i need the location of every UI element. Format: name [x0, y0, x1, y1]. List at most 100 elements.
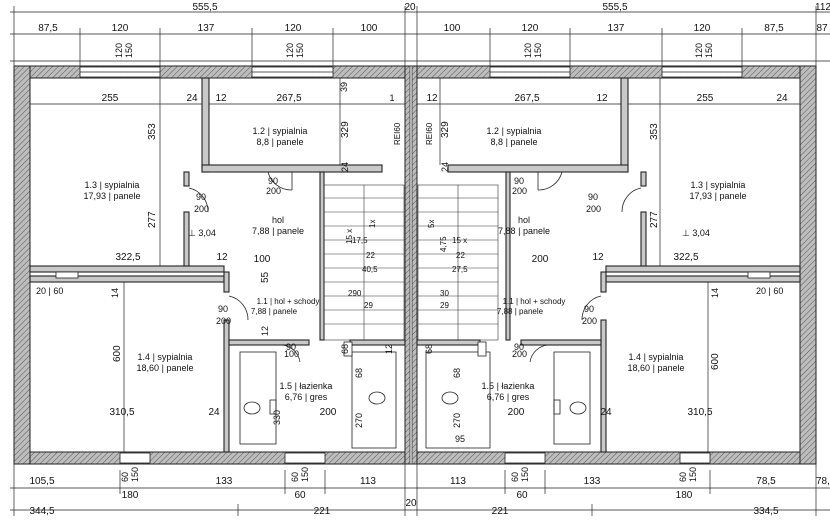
dim-top-l5: 100: [361, 23, 378, 34]
dim-top-r4: 120: [694, 23, 711, 34]
svg-text:221: 221: [314, 506, 331, 517]
svg-text:29: 29: [364, 301, 373, 310]
svg-text:REI60: REI60: [393, 122, 402, 145]
svg-text:1.5 | łazienka: 1.5 | łazienka: [482, 381, 535, 391]
svg-text:310,5: 310,5: [109, 407, 134, 418]
svg-text:200: 200: [194, 204, 209, 214]
dim-top-r6: 87: [816, 23, 828, 34]
svg-text:100: 100: [254, 254, 271, 265]
svg-text:29: 29: [440, 301, 449, 310]
svg-text:15 x: 15 x: [452, 236, 467, 245]
svg-text:68: 68: [424, 344, 434, 354]
svg-text:17,93 | panele: 17,93 | panele: [84, 191, 141, 201]
svg-text:1.4 | sypialnia: 1.4 | sypialnia: [138, 352, 193, 362]
svg-text:39: 39: [339, 82, 349, 92]
svg-text:600: 600: [710, 353, 721, 370]
svg-text:1.1 | hol + schody: 1.1 | hol + schody: [257, 297, 320, 306]
svg-text:24: 24: [340, 162, 350, 172]
stairs-right: [417, 184, 499, 341]
dim-gap: 20: [404, 2, 416, 13]
svg-text:12: 12: [592, 252, 604, 263]
svg-text:6,76 | gres: 6,76 | gres: [285, 392, 328, 402]
svg-text:18,60 | panele: 18,60 | panele: [628, 363, 685, 373]
svg-text:17,93 | panele: 17,93 | panele: [690, 191, 747, 201]
dim-top-r1: 100: [444, 23, 461, 34]
svg-text:310,5: 310,5: [687, 407, 712, 418]
svg-text:1.3 | sypialnia: 1.3 | sypialnia: [691, 180, 746, 190]
bottom-dimension-lines: [10, 464, 830, 516]
top-dimension-lines: [10, 6, 830, 66]
svg-text:270: 270: [452, 413, 462, 428]
room-label-hol-left: hol 7,88 | panele: [252, 215, 304, 236]
dim-win-top-1a: 120: [114, 43, 124, 58]
svg-text:hol: hol: [272, 215, 284, 225]
room-label-1-4-left: 1.4 | sypialnia 18,60 | panele: [137, 352, 194, 373]
svg-text:150: 150: [688, 467, 698, 482]
svg-text:200: 200: [216, 316, 231, 326]
svg-text:60: 60: [516, 490, 528, 501]
svg-text:6,76 | gres: 6,76 | gres: [487, 392, 530, 402]
svg-text:7,88 | panele: 7,88 | panele: [251, 307, 298, 316]
svg-text:90: 90: [268, 176, 278, 186]
room-label-1-1-left: 1.1 | hol + schody 7,88 | panele: [251, 297, 319, 316]
svg-text:17,5: 17,5: [352, 236, 368, 245]
dim-top-l3: 137: [198, 23, 215, 34]
svg-text:7,88 | panele: 7,88 | panele: [252, 226, 304, 236]
svg-text:15 x: 15 x: [345, 229, 354, 244]
svg-text:60: 60: [120, 472, 130, 482]
svg-text:344,5: 344,5: [29, 506, 54, 517]
room-label-1-3-right: 1.3 | sypialnia 17,93 | panele: [690, 180, 747, 201]
svg-text:60: 60: [678, 472, 688, 482]
svg-text:⊥ 3,04: ⊥ 3,04: [682, 228, 710, 238]
svg-text:12: 12: [596, 93, 608, 104]
svg-text:180: 180: [676, 490, 693, 501]
dim-total-right: 555,5: [602, 2, 627, 13]
svg-text:18,60 | panele: 18,60 | panele: [137, 363, 194, 373]
stairs-left: [323, 184, 405, 341]
svg-text:1.5 | łazienka: 1.5 | łazienka: [280, 381, 333, 391]
svg-text:68: 68: [452, 368, 462, 378]
dim-total-left: 555,5: [192, 2, 217, 13]
svg-text:12: 12: [216, 252, 228, 263]
dim-top-l1: 87,5: [38, 23, 58, 34]
svg-text:90: 90: [218, 304, 228, 314]
svg-text:12: 12: [426, 93, 438, 104]
room-label-1-1-right: 1.1 | hol + schody 7,88 | panele: [497, 297, 565, 316]
svg-text:329: 329: [340, 121, 351, 138]
svg-text:78,5: 78,5: [816, 476, 830, 487]
svg-text:200: 200: [266, 186, 281, 196]
svg-text:4,75: 4,75: [439, 236, 448, 252]
svg-text:1.2 | sypialnia: 1.2 | sypialnia: [487, 126, 542, 136]
svg-text:55: 55: [260, 271, 271, 283]
svg-text:133: 133: [584, 476, 601, 487]
svg-text:40,5: 40,5: [362, 265, 378, 274]
top-dimension-texts: 555,5 20 555,5 112 87,5 120 137 120 100 …: [38, 2, 830, 58]
svg-text:267,5: 267,5: [276, 93, 301, 104]
svg-text:8,8 | panele: 8,8 | panele: [257, 137, 304, 147]
room-label-1-3-left: 1.3 | sypialnia 17,93 | panele: [84, 180, 141, 201]
svg-text:150: 150: [300, 467, 310, 482]
svg-text:1.4 | sypialnia: 1.4 | sypialnia: [629, 352, 684, 362]
doors: [188, 171, 642, 363]
svg-text:150: 150: [130, 467, 140, 482]
svg-text:8,8 | panele: 8,8 | panele: [491, 137, 538, 147]
svg-text:24: 24: [440, 162, 450, 172]
svg-text:60: 60: [290, 472, 300, 482]
room-label-hol-right: hol 7,88 | panele: [498, 215, 550, 236]
svg-text:322,5: 322,5: [115, 252, 140, 263]
dim-win-top-2a: 120: [285, 43, 295, 58]
dim-win-top-1b: 150: [124, 43, 134, 58]
svg-text:68: 68: [354, 368, 364, 378]
dim-top-r2: 120: [522, 23, 539, 34]
svg-text:113: 113: [450, 476, 466, 487]
svg-text:267,5: 267,5: [514, 93, 539, 104]
svg-text:255: 255: [697, 93, 714, 104]
svg-text:14: 14: [110, 288, 120, 298]
walls: [13, 65, 817, 465]
svg-text:REI60: REI60: [425, 122, 434, 145]
svg-text:20 | 60: 20 | 60: [36, 286, 63, 296]
svg-text:113: 113: [360, 476, 376, 487]
svg-text:270: 270: [354, 413, 364, 428]
room-label-1-2-left: 1.2 | sypialnia 8,8 | panele: [253, 126, 308, 147]
